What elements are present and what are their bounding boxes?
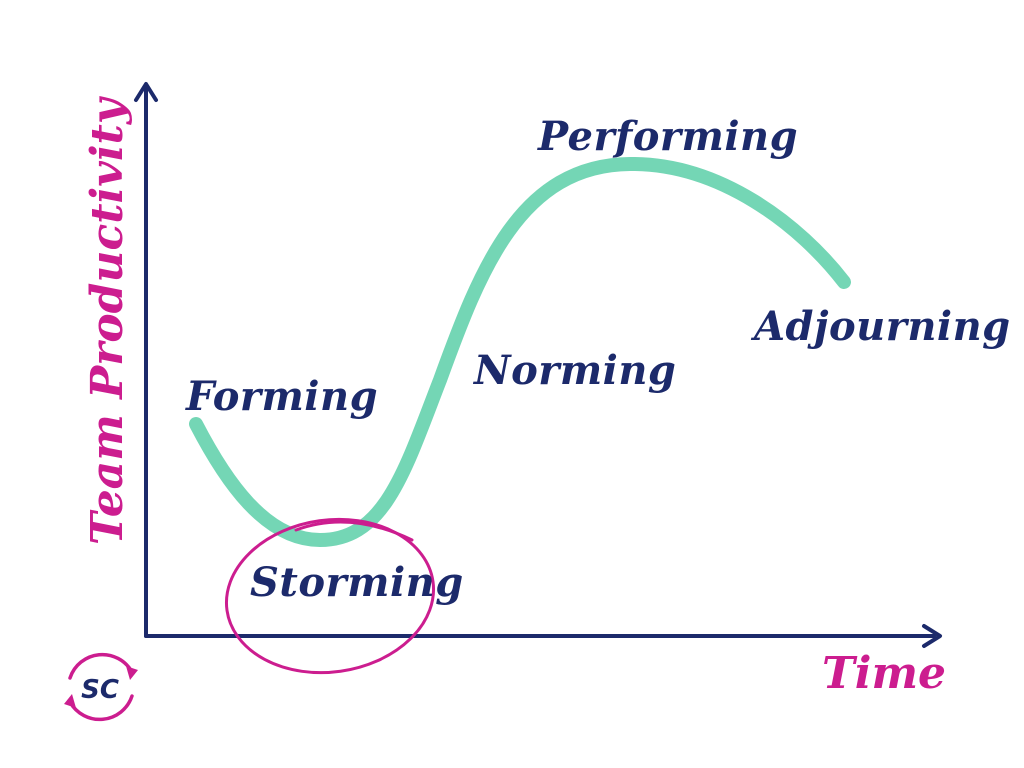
productivity-curve [189, 156, 851, 548]
logo-arrowhead-bottom [64, 694, 76, 708]
stage-label-performing: Performing [537, 113, 798, 160]
stage-label-forming: Forming [185, 373, 378, 420]
stage-label-storming: Storming [250, 559, 464, 606]
storming-circle-overlap [294, 520, 414, 542]
stage-label-norming: Norming [472, 347, 676, 394]
x-axis-label: Time [822, 648, 946, 699]
stage-label-adjourning: Adjourning [750, 303, 1011, 350]
sc-logo: SC [64, 652, 138, 722]
logo-text: SC [81, 675, 119, 705]
logo-cycle-arc-top [68, 652, 134, 680]
storming-circle [224, 517, 436, 675]
logo-arrowhead-top [126, 666, 138, 680]
x-axis-arrowhead [922, 624, 942, 648]
y-axis-arrowhead [134, 82, 158, 102]
logo-cycle-arc-bottom [68, 694, 134, 722]
y-axis-label: Team Productivity [82, 95, 133, 545]
